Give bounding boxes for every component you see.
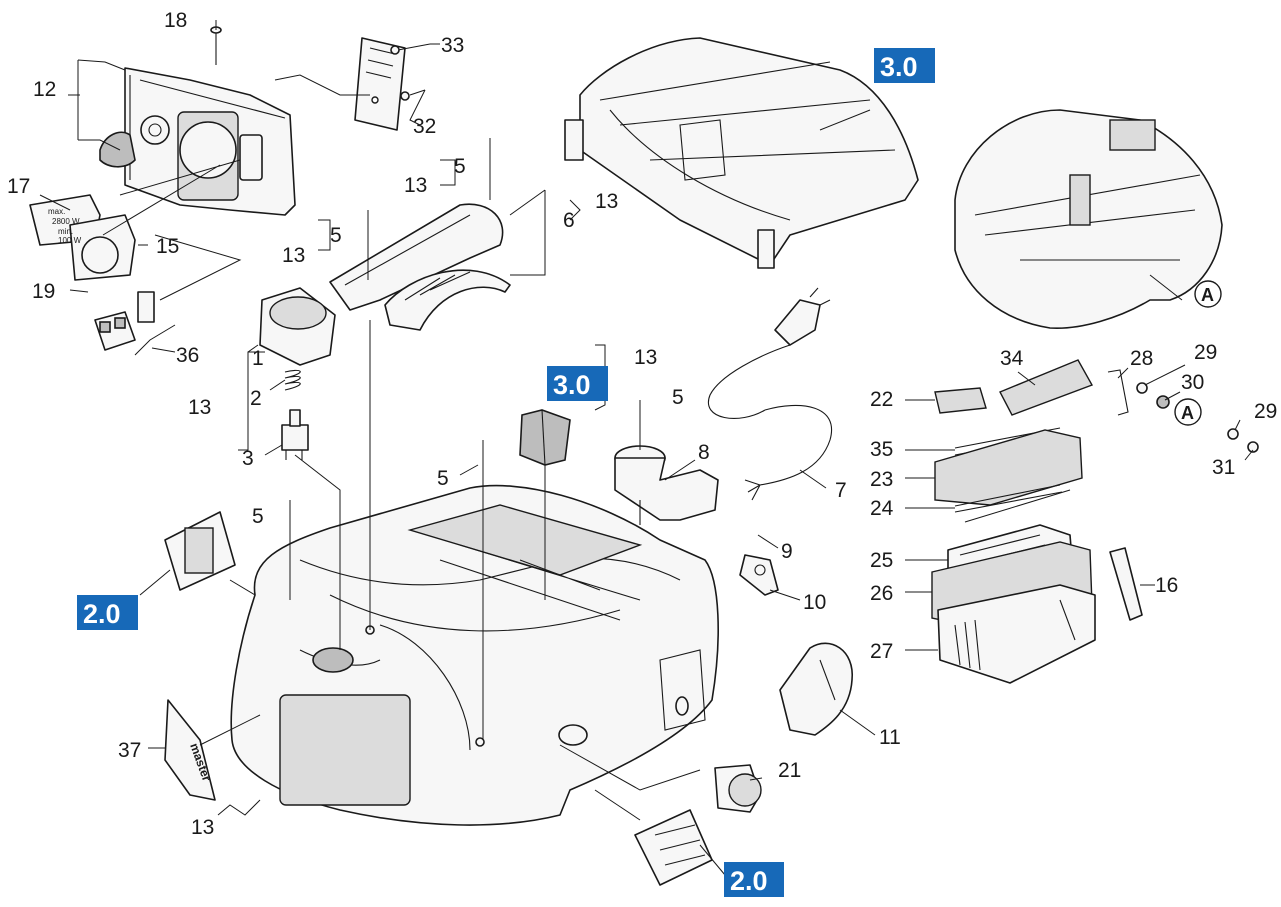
callout-22: 22: [870, 388, 893, 411]
handle-grip: [384, 269, 511, 331]
callout-15: 15: [156, 235, 179, 258]
hook: [779, 642, 853, 736]
filter-23: [934, 429, 1083, 506]
washers: [1136, 382, 1259, 453]
callout-36: 36: [176, 344, 199, 367]
foam-22: [934, 387, 987, 414]
callout-5c: 5: [672, 386, 684, 409]
badge-3-0-mid-text: 3.0: [553, 370, 591, 400]
callout-13b: 13: [282, 244, 305, 267]
filter-block: [519, 409, 571, 466]
switch: [94, 291, 155, 351]
badge-2-0-left: 2.0: [77, 595, 138, 630]
side-latch-left: [164, 511, 236, 591]
side-latch-bottom: [634, 809, 713, 886]
gasket-24: [954, 484, 1063, 513]
callout-30: 30: [1181, 371, 1204, 394]
handle-28: [1107, 369, 1129, 416]
callout-29a: 29: [1194, 341, 1217, 364]
badge-3-0-mid: 3.0: [547, 366, 608, 401]
badge-3-0-top-text: 3.0: [880, 52, 918, 82]
callout-18: 18: [164, 9, 187, 32]
callout-35: 35: [870, 438, 893, 461]
badge-2-0-left-text: 2.0: [83, 599, 121, 629]
badge-3-0-top: 3.0: [874, 48, 935, 83]
callout-5a: 5: [454, 155, 466, 178]
callout-24: 24: [870, 497, 894, 520]
filter-cage: [954, 109, 1223, 330]
screw-18: [210, 26, 222, 65]
callout-5e: 5: [252, 505, 264, 528]
ref-a-mid: A: [1174, 398, 1202, 426]
push-switch: [281, 409, 309, 460]
callout-17: 17: [7, 175, 30, 198]
cord-holder: [614, 445, 719, 525]
knob: [714, 764, 762, 813]
callout-13e: 13: [188, 396, 211, 419]
callout-19: 19: [32, 280, 55, 303]
lid-max-watt: 2800 W: [52, 217, 80, 226]
foam-34: [999, 359, 1094, 416]
callout-6: 6: [563, 209, 575, 232]
power-cord: [707, 287, 833, 501]
handle-top: [329, 203, 504, 311]
callout-13a: 13: [404, 174, 427, 197]
lamp-lid: max. 2800 W min. 100 W: [29, 194, 136, 281]
callout-10: 10: [803, 591, 826, 614]
callout-5b: 5: [330, 224, 342, 247]
callout-1: 1: [252, 347, 264, 370]
callout-29b: 29: [1254, 400, 1277, 423]
cover-27: [937, 584, 1096, 684]
bracket-16: [1109, 547, 1143, 621]
callout-5d: 5: [437, 467, 449, 490]
callout-28: 28: [1130, 347, 1153, 370]
callout-12: 12: [33, 78, 56, 101]
callout-7: 7: [835, 479, 847, 502]
lid-min-watt: 100 W: [58, 236, 82, 245]
ref-a-top: A: [1194, 280, 1222, 308]
sticker: master: [164, 699, 216, 801]
badge-2-0-bottom: 2.0: [724, 862, 784, 897]
ref-a-mid-text: A: [1181, 403, 1194, 423]
callout-13f: 13: [191, 816, 214, 839]
callout-31: 31: [1212, 456, 1235, 479]
badge-2-0-bottom-text: 2.0: [730, 866, 768, 896]
callout-9: 9: [781, 540, 793, 563]
callout-16: 16: [1155, 574, 1178, 597]
spring: [284, 369, 301, 391]
callout-numbers: 1 2 3 5 5 5 5 5 6 7 8 9 10 11 12 13 13 1…: [7, 9, 1277, 839]
callout-3: 3: [242, 447, 254, 470]
callout-34: 34: [1000, 347, 1024, 370]
callout-26: 26: [870, 582, 893, 605]
lid-max-text: max.: [48, 207, 65, 216]
button-cap: [259, 287, 336, 366]
callout-13d: 13: [634, 346, 657, 369]
callout-33: 33: [441, 34, 464, 57]
tank-lid: [564, 37, 919, 269]
callout-11: 11: [879, 726, 901, 749]
callout-21: 21: [778, 759, 801, 782]
plate-screws: [390, 43, 431, 101]
callout-23: 23: [870, 468, 893, 491]
lid-min-text: min.: [58, 227, 73, 236]
callout-32: 32: [413, 115, 436, 138]
callout-37: 37: [118, 739, 141, 762]
callout-13c: 13: [595, 190, 618, 213]
main-housing: [230, 484, 719, 826]
callout-25: 25: [870, 549, 893, 572]
clip: [739, 554, 779, 596]
callout-2: 2: [250, 387, 262, 410]
ref-a-top-text: A: [1201, 285, 1214, 305]
mounting-plate: [354, 37, 406, 131]
callout-27: 27: [870, 640, 893, 663]
control-panel: [99, 67, 296, 216]
callout-8: 8: [698, 441, 710, 464]
